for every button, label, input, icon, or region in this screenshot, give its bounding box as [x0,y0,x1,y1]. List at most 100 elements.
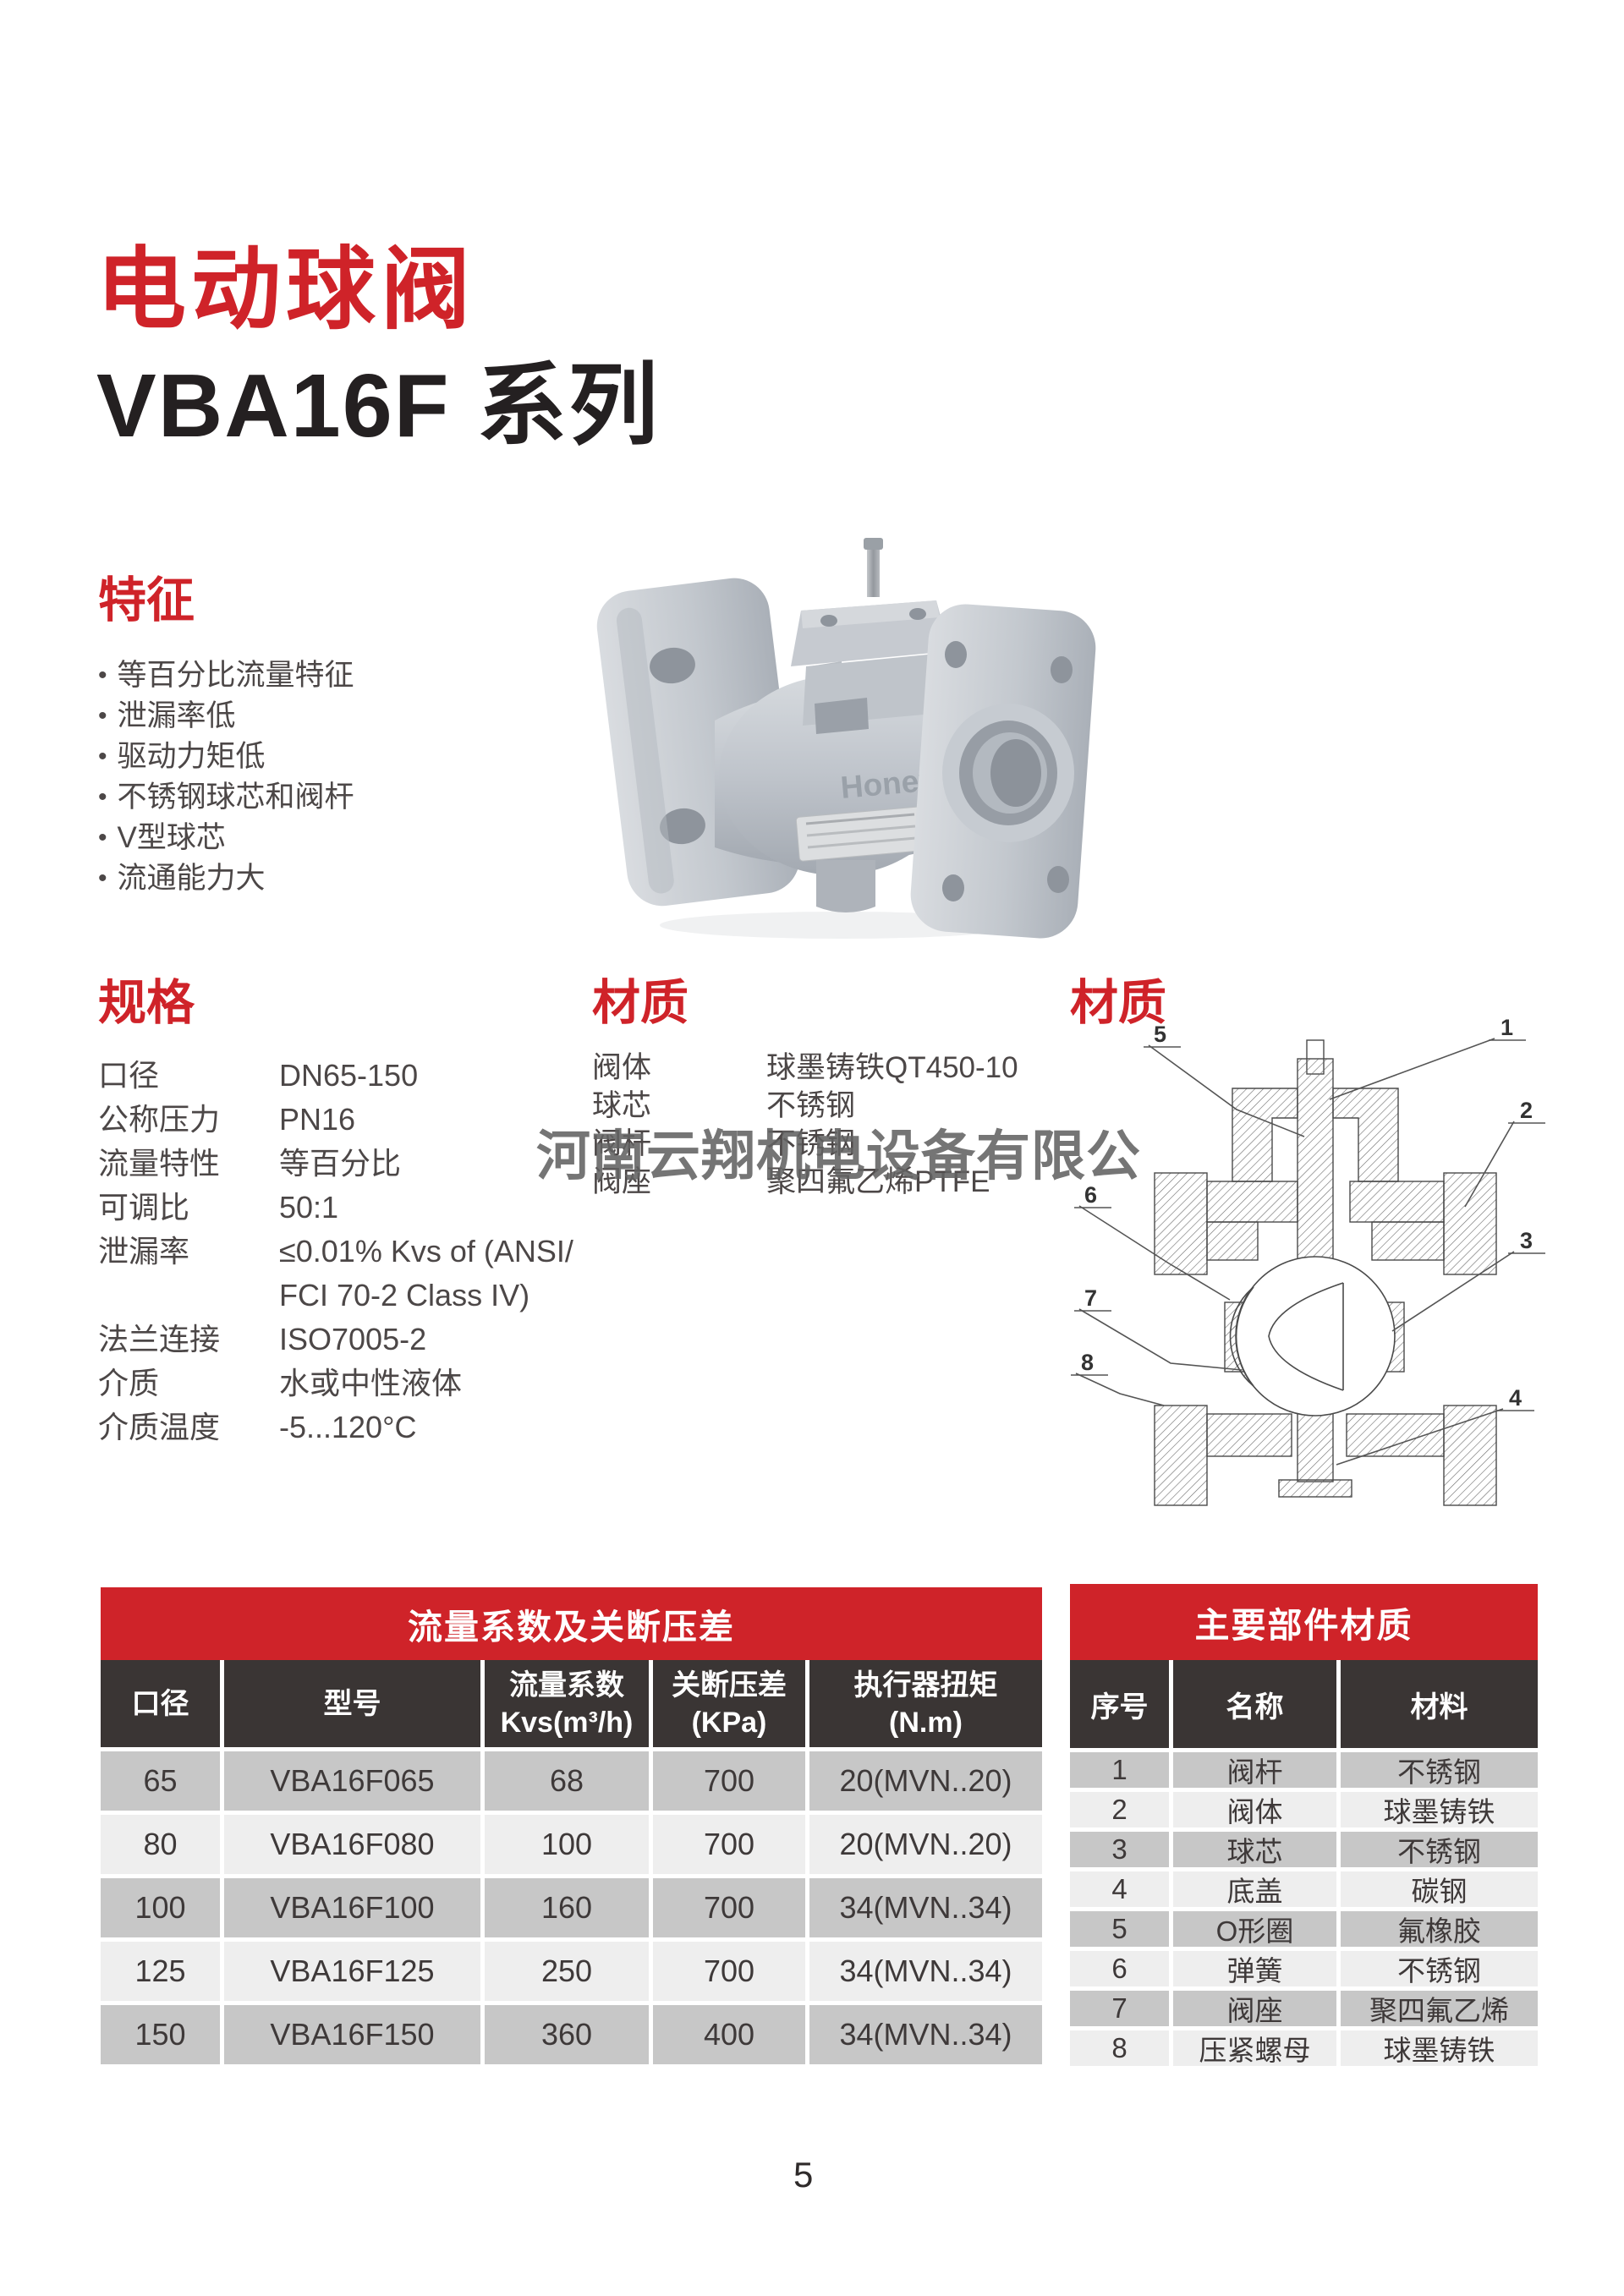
table-cell: 160 [485,1878,649,1937]
feature-item: • 流通能力大 [98,858,589,899]
table-cell: 6 [1070,1951,1169,1986]
column-header: 口径 [101,1660,220,1747]
table-cell: 68 [485,1751,649,1811]
table-cell: VBA16F150 [224,2005,480,2064]
title-block: 电动球阀 VBA16F 系列 [96,240,660,457]
feature-item: •泄漏率低 [98,696,589,737]
materials-heading: 材质 [592,976,689,1030]
features-list: •等百分比流量特征•泄漏率低•驱动力矩低•不锈钢球芯和阀杆•V型球芯•流通能力大 [98,655,589,899]
table-cell: 5 [1070,1911,1169,1947]
spec-value: 水或中性液体 [279,1366,463,1400]
spec-label: 口径 [98,1058,160,1093]
table-cell: 底盖 [1173,1871,1336,1907]
series-title: VBA16F 系列 [96,356,660,457]
table-cell: 不锈钢 [1341,1951,1538,1986]
callout-3: 3 [1520,1228,1533,1253]
table-cell: 20(MVN..20) [809,1815,1042,1874]
right-flange [910,604,1096,939]
table-cell: VBA16F065 [224,1751,480,1811]
table-cell: VBA16F100 [224,1878,480,1937]
spec-label: 介质 [98,1366,160,1400]
table-cell: 4 [1070,1871,1169,1907]
valve-photo: Honeywell [596,538,1096,939]
bullet-icon: • [98,743,107,770]
bullet-icon: • [98,661,107,689]
spec-value: 等百分比 [279,1146,402,1181]
feature-text: 不锈钢球芯和阀杆 [117,781,354,814]
table-cell: 1 [1070,1752,1169,1788]
column-header: 型号 [224,1660,480,1747]
column-header: 材料 [1341,1660,1538,1748]
spec-value: 不锈钢 [766,1089,856,1122]
bullet-icon: • [98,824,107,852]
table-cell: 125 [101,1942,220,2001]
table-cell: 聚四氟乙烯 [1341,1991,1538,2026]
flow-table-grid: 口径型号流量系数 Kvs(m³/h)关断压差 (KPa)执行器扭矩 (N.m) 6… [101,1660,1042,2064]
table-cell: 150 [101,2005,220,2064]
feature-item: •V型球芯 [98,818,589,858]
table-cell: VBA16F125 [224,1942,480,2001]
table-cell: 700 [653,1878,805,1937]
parts-table-title: 主要部件材质 [1070,1584,1538,1660]
spec-label: 阀体 [592,1051,652,1084]
bullet-icon: • [98,702,107,730]
table-cell: 不锈钢 [1341,1832,1538,1867]
flow-table: 流量系数及关断压差 口径型号流量系数 Kvs(m³/h)关断压差 (KPa)执行… [101,1587,1042,2064]
diagram-heading: 材质 [1070,976,1166,1030]
table-cell: 80 [101,1815,220,1874]
column-header: 执行器扭矩 (N.m) [809,1660,1042,1747]
table-cell: 7 [1070,1991,1169,2026]
bullet-icon: • [98,864,107,892]
table-cell: 2 [1070,1792,1169,1827]
table-cell: 250 [485,1942,649,2001]
spec-value: PN16 [279,1102,356,1137]
callout-7: 7 [1084,1285,1097,1311]
column-header: 流量系数 Kvs(m³/h) [485,1660,649,1747]
callout-4: 4 [1509,1385,1522,1411]
feature-item: • 不锈钢球芯和阀杆 [98,777,589,818]
feature-text: 驱动力矩低 [117,740,266,773]
table-cell: 阀座 [1173,1991,1336,2026]
feature-text: 流通能力大 [117,862,266,895]
table-cell: 700 [653,1751,805,1811]
spec-label: 法兰连接 [98,1322,221,1356]
callout-6: 6 [1084,1182,1097,1208]
column-header: 关断压差 (KPa) [653,1660,805,1747]
spec-value: ISO7005-2 [279,1322,427,1356]
bullet-icon: • [98,783,107,811]
column-header: 序号 [1070,1660,1169,1748]
table-cell: 阀杆 [1173,1752,1336,1788]
spec-label: 阀座 [592,1165,652,1198]
flow-table-title: 流量系数及关断压差 [101,1587,1042,1660]
actuator-pad [791,538,950,734]
column-header: 名称 [1173,1660,1336,1748]
specs-heading: 规格 [98,976,195,1030]
table-cell: 球墨铸铁 [1341,2030,1538,2066]
table-cell: 65 [101,1751,220,1811]
table-cell: 3 [1070,1832,1169,1867]
table-cell: 34(MVN..34) [809,2005,1042,2064]
product-title: 电动球阀 [96,240,475,340]
spec-value: 50:1 [279,1190,339,1225]
table-cell: 阀体 [1173,1792,1336,1827]
spec-value: 球墨铸铁QT450-10 [766,1051,1018,1084]
callout-8: 8 [1081,1350,1094,1375]
spec-label: 流量特性 [98,1146,221,1181]
table-cell: 碳钢 [1341,1871,1538,1907]
table-cell: 20(MVN..20) [809,1751,1042,1811]
callout-2: 2 [1520,1098,1533,1123]
table-cell: 弹簧 [1173,1951,1336,1986]
callout-1: 1 [1501,1015,1513,1040]
spec-value: 聚四氟乙烯PTFE [766,1165,990,1198]
spec-value: -5...120°C [279,1410,417,1444]
spec-value: 不锈钢 [766,1127,856,1160]
watermark-text: 河南云翔机电设备有限公 [536,1126,1141,1186]
table-cell: 球芯 [1173,1832,1336,1867]
feature-item: • 驱动力矩低 [98,737,589,777]
feature-item: •等百分比流量特征 [98,655,589,696]
table-cell: 100 [101,1878,220,1937]
table-cell: 34(MVN..34) [809,1878,1042,1937]
